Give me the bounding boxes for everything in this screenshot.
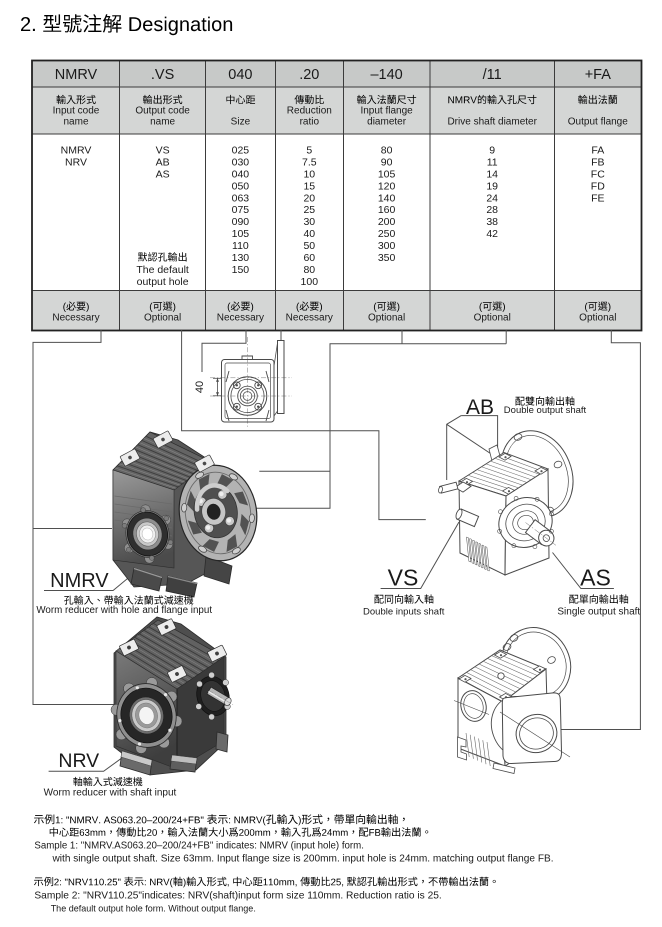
svg-text:105: 105 <box>232 228 250 240</box>
svg-text:025: 025 <box>232 145 250 157</box>
svg-text:.20: .20 <box>299 67 319 83</box>
svg-text:24: 24 <box>486 192 498 204</box>
svg-text:250: 250 <box>378 228 396 240</box>
svg-text:030: 030 <box>232 156 250 168</box>
svg-text:050: 050 <box>232 180 250 192</box>
svg-text:The default output hole form.: The default output hole form. Without ou… <box>51 903 256 913</box>
svg-text:Input flange: Input flange <box>360 106 413 117</box>
svg-text:50: 50 <box>303 240 315 252</box>
svg-text:VS: VS <box>156 145 170 157</box>
svg-text:NRV: NRV <box>58 750 99 772</box>
svg-text:Input code: Input code <box>53 106 100 117</box>
svg-text:Necessary: Necessary <box>286 312 333 323</box>
svg-text:NMRV: NMRV <box>50 570 109 592</box>
svg-text:+FA: +FA <box>585 67 612 83</box>
svg-text:Double output shaft: Double output shaft <box>504 405 587 416</box>
svg-text:Sample 1: "NMRV.AS063.20–200/2: Sample 1: "NMRV.AS063.20–200/24+FB" indi… <box>34 840 364 851</box>
svg-text:40: 40 <box>303 228 315 240</box>
svg-text:name: name <box>150 116 175 127</box>
svg-text:FC: FC <box>591 168 605 180</box>
svg-text:VS: VS <box>388 564 419 590</box>
svg-text:120: 120 <box>378 180 396 192</box>
svg-text:10: 10 <box>303 168 315 180</box>
svg-text:075: 075 <box>232 204 250 216</box>
svg-text:80: 80 <box>303 264 315 276</box>
svg-text:/11: /11 <box>483 67 502 83</box>
svg-text:14: 14 <box>486 168 498 180</box>
svg-text:name: name <box>63 116 88 127</box>
svg-text:140: 140 <box>378 192 396 204</box>
svg-text:040: 040 <box>232 168 250 180</box>
svg-text:110: 110 <box>232 240 249 252</box>
svg-text:7.5: 7.5 <box>302 156 317 168</box>
svg-text:Worm reducer with hole and fla: Worm reducer with hole and flange input <box>36 605 212 616</box>
svg-text:AB: AB <box>156 156 170 168</box>
svg-text:130: 130 <box>232 252 250 264</box>
svg-text:Output code: Output code <box>135 106 190 117</box>
svg-text:Optional: Optional <box>474 312 511 323</box>
svg-text:Optional: Optional <box>368 312 405 323</box>
svg-text:60: 60 <box>303 252 315 264</box>
svg-text:150: 150 <box>232 264 250 276</box>
svg-text:9: 9 <box>489 145 495 157</box>
svg-text:42: 42 <box>486 228 498 240</box>
svg-text:AS: AS <box>156 168 170 180</box>
svg-text:NMRV: NMRV <box>55 67 98 83</box>
svg-text:The default: The default <box>136 264 189 276</box>
svg-text:AB: AB <box>466 396 494 419</box>
svg-text:30: 30 <box>303 216 315 228</box>
svg-text:Drive shaft diameter: Drive shaft diameter <box>447 116 537 127</box>
svg-text:ratio: ratio <box>300 116 320 127</box>
svg-text:with single output shaft. Size: with single output shaft. Size 63mm. Inp… <box>52 853 554 864</box>
svg-text:diameter: diameter <box>367 116 407 127</box>
svg-text:Single output shaft: Single output shaft <box>557 606 640 617</box>
svg-text:040: 040 <box>228 67 252 83</box>
svg-text:25: 25 <box>303 204 315 216</box>
svg-text:NMRV: NMRV <box>61 145 92 157</box>
svg-text:.VS: .VS <box>151 67 174 83</box>
svg-text:FD: FD <box>591 180 605 192</box>
svg-text:40: 40 <box>194 381 206 393</box>
svg-text:200: 200 <box>378 216 396 228</box>
svg-text:100: 100 <box>301 276 319 288</box>
svg-text:Double inputs shaft: Double inputs shaft <box>363 606 445 617</box>
svg-text:NRV: NRV <box>65 156 87 168</box>
svg-text:–140: –140 <box>370 67 402 83</box>
svg-text:FB: FB <box>591 156 604 168</box>
svg-text:Necessary: Necessary <box>52 312 99 323</box>
svg-text:Output flange: Output flange <box>568 116 628 127</box>
svg-text:Reduction: Reduction <box>287 106 332 117</box>
svg-text:15: 15 <box>303 180 315 192</box>
svg-text:28: 28 <box>486 204 498 216</box>
svg-text:19: 19 <box>486 180 498 192</box>
svg-text:Optional: Optional <box>579 312 616 323</box>
svg-text:090: 090 <box>232 216 250 228</box>
svg-text:FA: FA <box>591 145 604 157</box>
svg-text:FE: FE <box>591 192 604 204</box>
svg-text:Optional: Optional <box>144 312 181 323</box>
svg-text:5: 5 <box>306 145 312 157</box>
svg-text:90: 90 <box>381 156 393 168</box>
svg-text:Sample 2: "NRV110.25"indicates: Sample 2: "NRV110.25"indicates: NRV(shaf… <box>34 890 441 901</box>
svg-text:output hole: output hole <box>137 276 189 288</box>
svg-text:Size: Size <box>231 116 251 127</box>
svg-text:20: 20 <box>303 192 315 204</box>
svg-text:350: 350 <box>378 252 396 264</box>
svg-text:Necessary: Necessary <box>217 312 264 323</box>
svg-text:80: 80 <box>381 145 393 157</box>
svg-text:063: 063 <box>232 192 250 204</box>
svg-text:11: 11 <box>487 156 498 168</box>
svg-text:Worm reducer with shaft input: Worm reducer with shaft input <box>44 788 177 799</box>
svg-text:38: 38 <box>486 216 498 228</box>
svg-text:105: 105 <box>378 168 396 180</box>
svg-text:AS: AS <box>580 564 611 590</box>
svg-text:160: 160 <box>378 204 396 216</box>
svg-text:300: 300 <box>378 240 396 252</box>
